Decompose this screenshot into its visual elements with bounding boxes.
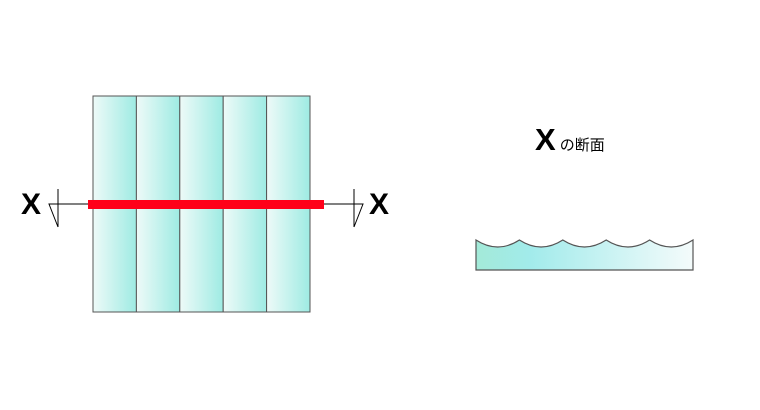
section-title-suffix: の断面 [559,136,605,154]
section-marker-right: X [369,188,390,221]
section-title-letter: X [535,122,556,157]
section-arrow-right-icon [353,189,364,228]
cross-section-shape [475,238,694,271]
section-arrow-left-icon [48,189,59,228]
section-line [48,189,364,228]
section-marker-left: X [21,188,42,221]
cut-line [88,200,324,209]
